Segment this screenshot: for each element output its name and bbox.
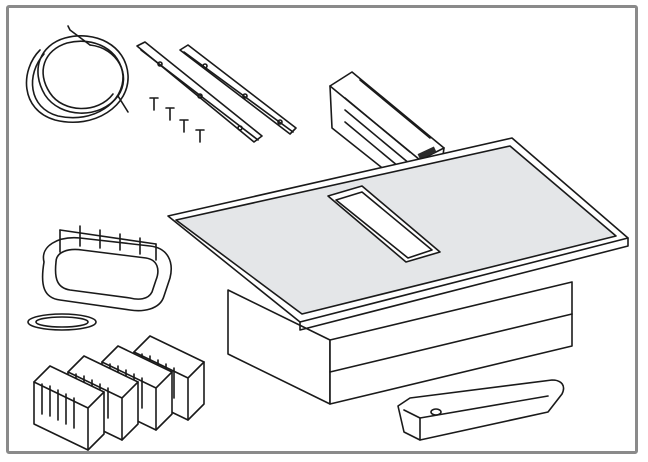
duct-adapter-icon [41, 225, 172, 312]
drip-tray-icon [397, 379, 565, 441]
cooktop-icon [167, 137, 629, 405]
mounting-rail-icon [136, 41, 297, 143]
screw-icon [149, 97, 205, 143]
coiled-cable-icon [25, 25, 129, 123]
filter-block-icon [33, 335, 205, 451]
seal-ring-icon [27, 313, 97, 331]
